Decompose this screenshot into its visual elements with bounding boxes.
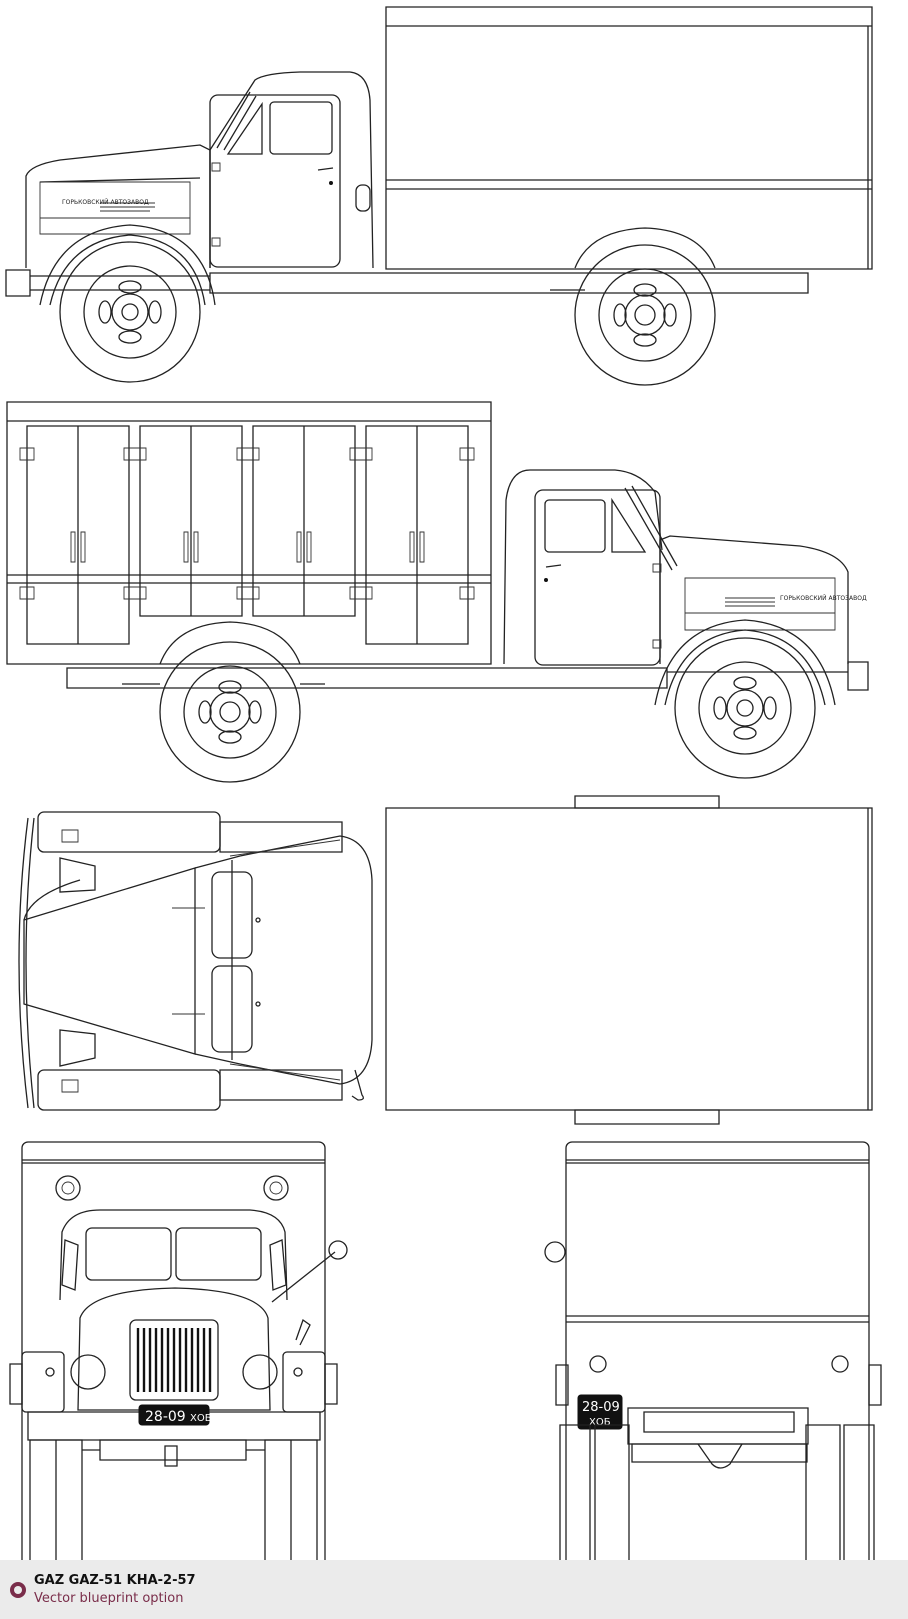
- rear-view: 28-09 ХОБ: [545, 1142, 881, 1560]
- rear-plate-region: ХОБ: [589, 1417, 611, 1428]
- blueprint-drawing: ГОРЬКОВСКИЙ АВТОЗАВОД: [0, 0, 908, 1560]
- side-left-emblem: ГОРЬКОВСКИЙ АВТОЗАВОД: [62, 199, 149, 206]
- caption-title: GAZ GAZ-51 KHA-2-57: [34, 1573, 196, 1588]
- front-license-plate: [139, 1405, 209, 1425]
- ring-icon: [10, 1582, 26, 1598]
- rear-license-plate: [578, 1395, 622, 1429]
- front-plate-number: 28-09: [145, 1409, 186, 1425]
- side-view-left: ГОРЬКОВСКИЙ АВТОЗАВОД: [6, 7, 872, 385]
- front-plate-region: ХОБ: [190, 1413, 212, 1424]
- caption-bar: GAZ GAZ-51 KHA-2-57 Vector blueprint opt…: [0, 1560, 908, 1619]
- side-view-right: ГОРЬКОВСКИЙ АВТОЗАВОД: [7, 402, 868, 782]
- top-view: [19, 796, 872, 1124]
- side-right-emblem: ГОРЬКОВСКИЙ АВТОЗАВОД: [780, 595, 867, 602]
- caption-subtitle[interactable]: Vector blueprint option: [34, 1591, 184, 1606]
- front-view: 28-09 ХОБ: [10, 1142, 347, 1560]
- rear-plate-number: 28-09: [582, 1400, 620, 1415]
